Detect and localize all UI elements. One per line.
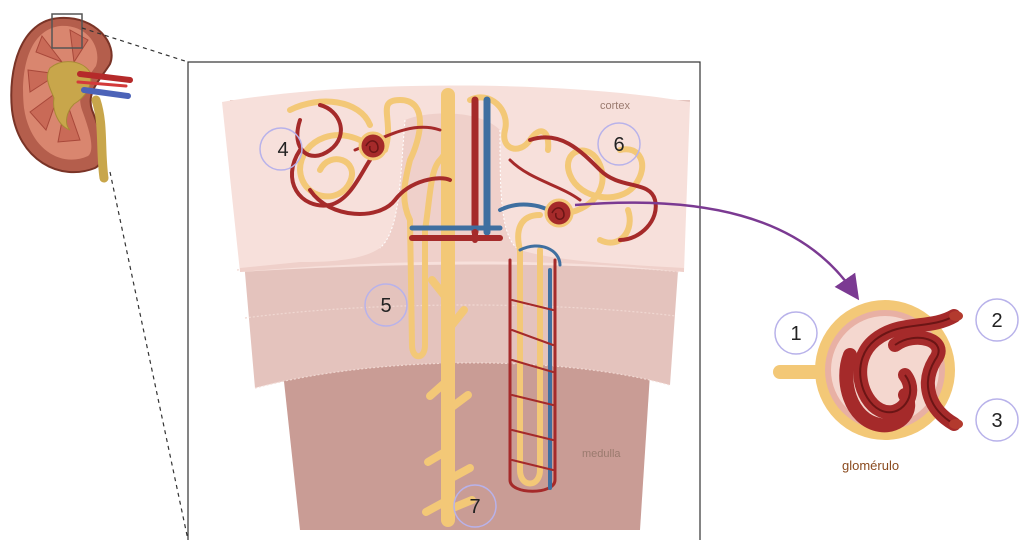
svg-text:2: 2 [991,310,1002,332]
juxtamedullary-glomerulus [546,200,572,226]
glomerulo-caption: glomérulo [842,458,899,473]
svg-text:1: 1 [790,323,801,345]
svg-text:7: 7 [469,496,480,518]
marker-2: 2 [976,299,1018,341]
marker-1: 1 [775,312,817,354]
medulla-label: medulla [582,448,621,460]
zoom-guide-bottom [110,172,188,540]
marker-3: 3 [976,399,1018,441]
kidney-thumbnail [11,14,130,178]
svg-text:3: 3 [991,410,1002,432]
cortex-label: cortex [600,100,630,112]
svg-text:5: 5 [380,295,391,317]
svg-text:6: 6 [613,134,624,156]
cortical-glomerulus [360,133,386,159]
svg-text:4: 4 [277,139,288,161]
